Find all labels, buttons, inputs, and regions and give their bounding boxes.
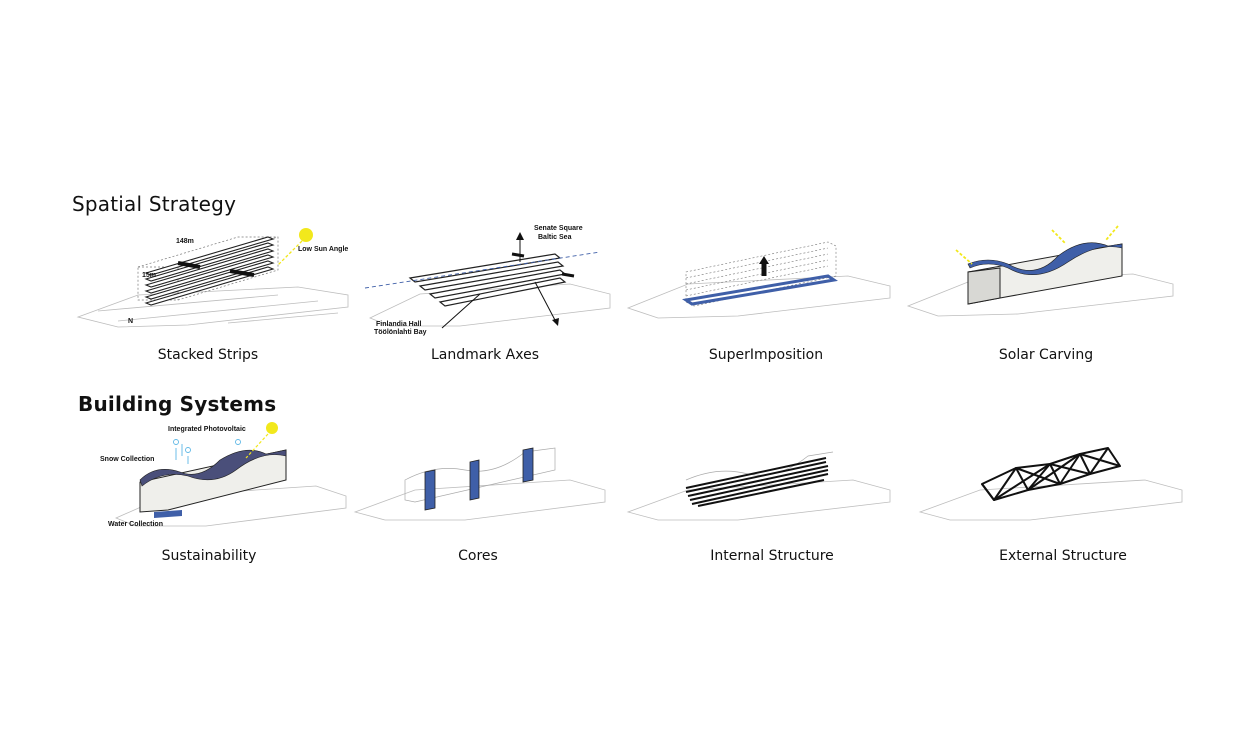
caption-cores: Cores: [458, 548, 498, 564]
external-truss: [981, 447, 1121, 501]
label-finlandia-hall: Finlandia Hall: [376, 321, 422, 328]
label-sun-angle: Low Sun Angle: [298, 246, 348, 253]
caption-stacked-strips: Stacked Strips: [157, 347, 259, 363]
internal-beams: [685, 457, 829, 507]
arrow-head-icon: [516, 232, 524, 240]
diagram-internal-structure: [626, 440, 898, 525]
sun-ray-icon: [955, 225, 1119, 265]
axis-strips: [408, 253, 567, 307]
arrow-icon: [561, 272, 575, 278]
caption-external-structure: External Structure: [999, 548, 1127, 564]
sun-icon: [299, 228, 313, 242]
label-length: 148m: [176, 238, 194, 245]
label-integrated-photovoltaic: Integrated Photovoltaic: [168, 426, 246, 433]
building-volume: [139, 449, 287, 513]
arrow-icon: [511, 252, 525, 258]
label-water-collection: Water Collection: [108, 521, 163, 528]
arrow-head-icon: [759, 256, 769, 264]
solar-roof: [967, 242, 1123, 276]
stacked-strip-layers: [144, 236, 275, 306]
site-plan-lines: [76, 286, 349, 328]
snow-icon: [173, 439, 241, 464]
core-1: [424, 469, 436, 511]
sun-icon: [266, 422, 278, 434]
sun-ray-icon: [277, 240, 303, 266]
photovoltaic-roof: [139, 449, 287, 487]
footprint-outline: [682, 274, 838, 306]
label-toolonlahti-bay: Töölönlahti Bay: [374, 329, 427, 336]
north-label: N: [128, 318, 133, 325]
caption-superimposition: SuperImposition: [708, 347, 824, 363]
diagram-stacked-strips: 148m 15m Low Sun Angle N: [76, 225, 358, 335]
water-tank: [154, 510, 182, 518]
site-plan-lines: [626, 479, 891, 521]
site-plan-lines: [918, 479, 1183, 521]
sun-ray-icon: [245, 433, 269, 459]
diagram-superimposition: [626, 232, 898, 327]
carved-volume-side: [967, 267, 1001, 305]
arrow-icon: [177, 261, 201, 269]
site-plan-lines: [369, 283, 611, 327]
arrow-icon: [441, 293, 481, 329]
diagram-cores: [353, 440, 615, 525]
core-3: [522, 447, 534, 483]
site-plan-lines: [353, 479, 606, 521]
site-plan-lines: [626, 275, 891, 319]
caption-sustainability: Sustainability: [161, 548, 257, 564]
caption-landmark-axes: Landmark Axes: [430, 347, 539, 363]
label-senate-square: Senate Square: [534, 225, 583, 232]
section-title-spatial-strategy: Spatial Strategy: [72, 192, 237, 216]
stacked-volume-outline: [685, 241, 837, 307]
arrow-icon: [534, 281, 557, 323]
core-2: [469, 459, 480, 501]
label-height: 15m: [142, 272, 156, 279]
axis-line: [364, 251, 601, 289]
label-snow-collection: Snow Collection: [100, 456, 154, 463]
arrow-icon: [229, 269, 255, 277]
arrow-head-icon: [552, 318, 559, 326]
diagram-external-structure: [918, 440, 1190, 525]
label-baltic-sea: Baltic Sea: [538, 234, 572, 241]
caption-solar-carving: Solar Carving: [998, 347, 1094, 363]
diagram-sustainability: Integrated Photovoltaic Snow Collection …: [96, 420, 356, 535]
diagram-landmark-axes: Senate Square Baltic Sea Finlandia Hall …: [360, 222, 620, 337]
section-title-building-systems: Building Systems: [78, 392, 277, 416]
diagram-solar-carving: [906, 222, 1178, 322]
caption-internal-structure: Internal Structure: [710, 548, 834, 564]
